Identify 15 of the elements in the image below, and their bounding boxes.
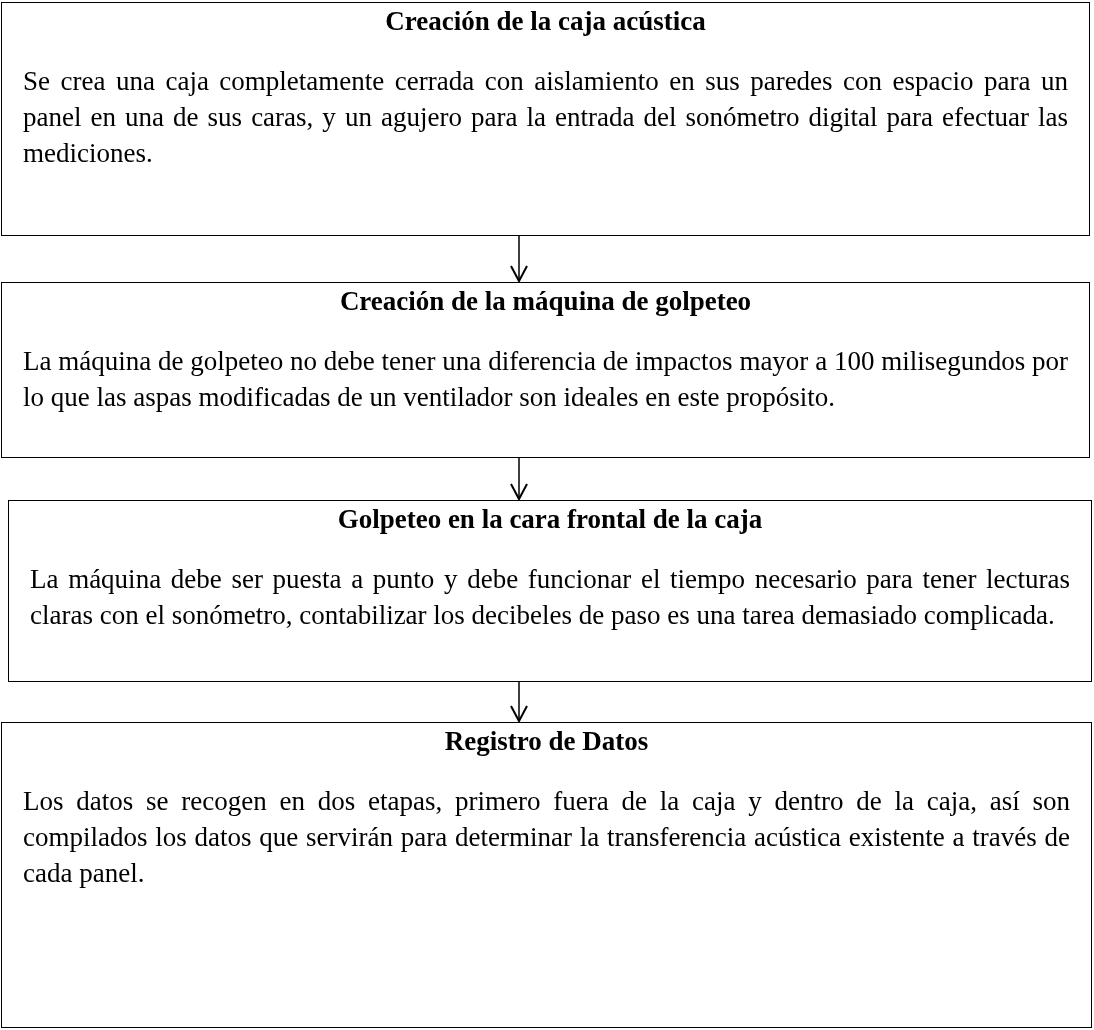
- box-title: Registro de Datos: [443, 725, 650, 757]
- box-description: Se crea una caja completamente cerrada con aislamiento en sus paredes con espacio para un panel en una de sus caras, y un agujero para la entrada del sonómetro digital para efectuar las mediciones.: [23, 65, 1068, 170]
- box-description: La máquina debe ser puesta a punto y debe funcionar el tiempo necesario para tener lecturas claras con el sonómetro, contabilizar los decibeles de paso es una tarea demasiado complicada.: [30, 563, 1070, 632]
- box-title: Creación de la caja acústica: [384, 5, 707, 37]
- box-title: Creación de la máquina de golpeteo: [338, 285, 753, 317]
- arrow: [510, 235, 528, 284]
- box-description: La máquina de golpeteo no debe tener una diferencia de impactos mayor a 100 milisegundos por lo que las aspas modificadas de un ventilador son ideales en este propósito.: [23, 345, 1068, 414]
- box-description: Los datos se recogen en dos etapas, primero fuera de la caja y dentro de la caja, así son compilados los datos que servirán para determinar la transferencia acústica existente a través de cada panel.: [23, 785, 1070, 890]
- arrow: [510, 681, 528, 724]
- process-box: [8, 500, 1092, 682]
- process-box: [1, 282, 1090, 458]
- process-box: [1, 2, 1090, 236]
- box-title: Golpeteo en la cara frontal de la caja: [336, 503, 764, 535]
- arrow: [510, 457, 528, 502]
- process-box: [1, 722, 1092, 1028]
